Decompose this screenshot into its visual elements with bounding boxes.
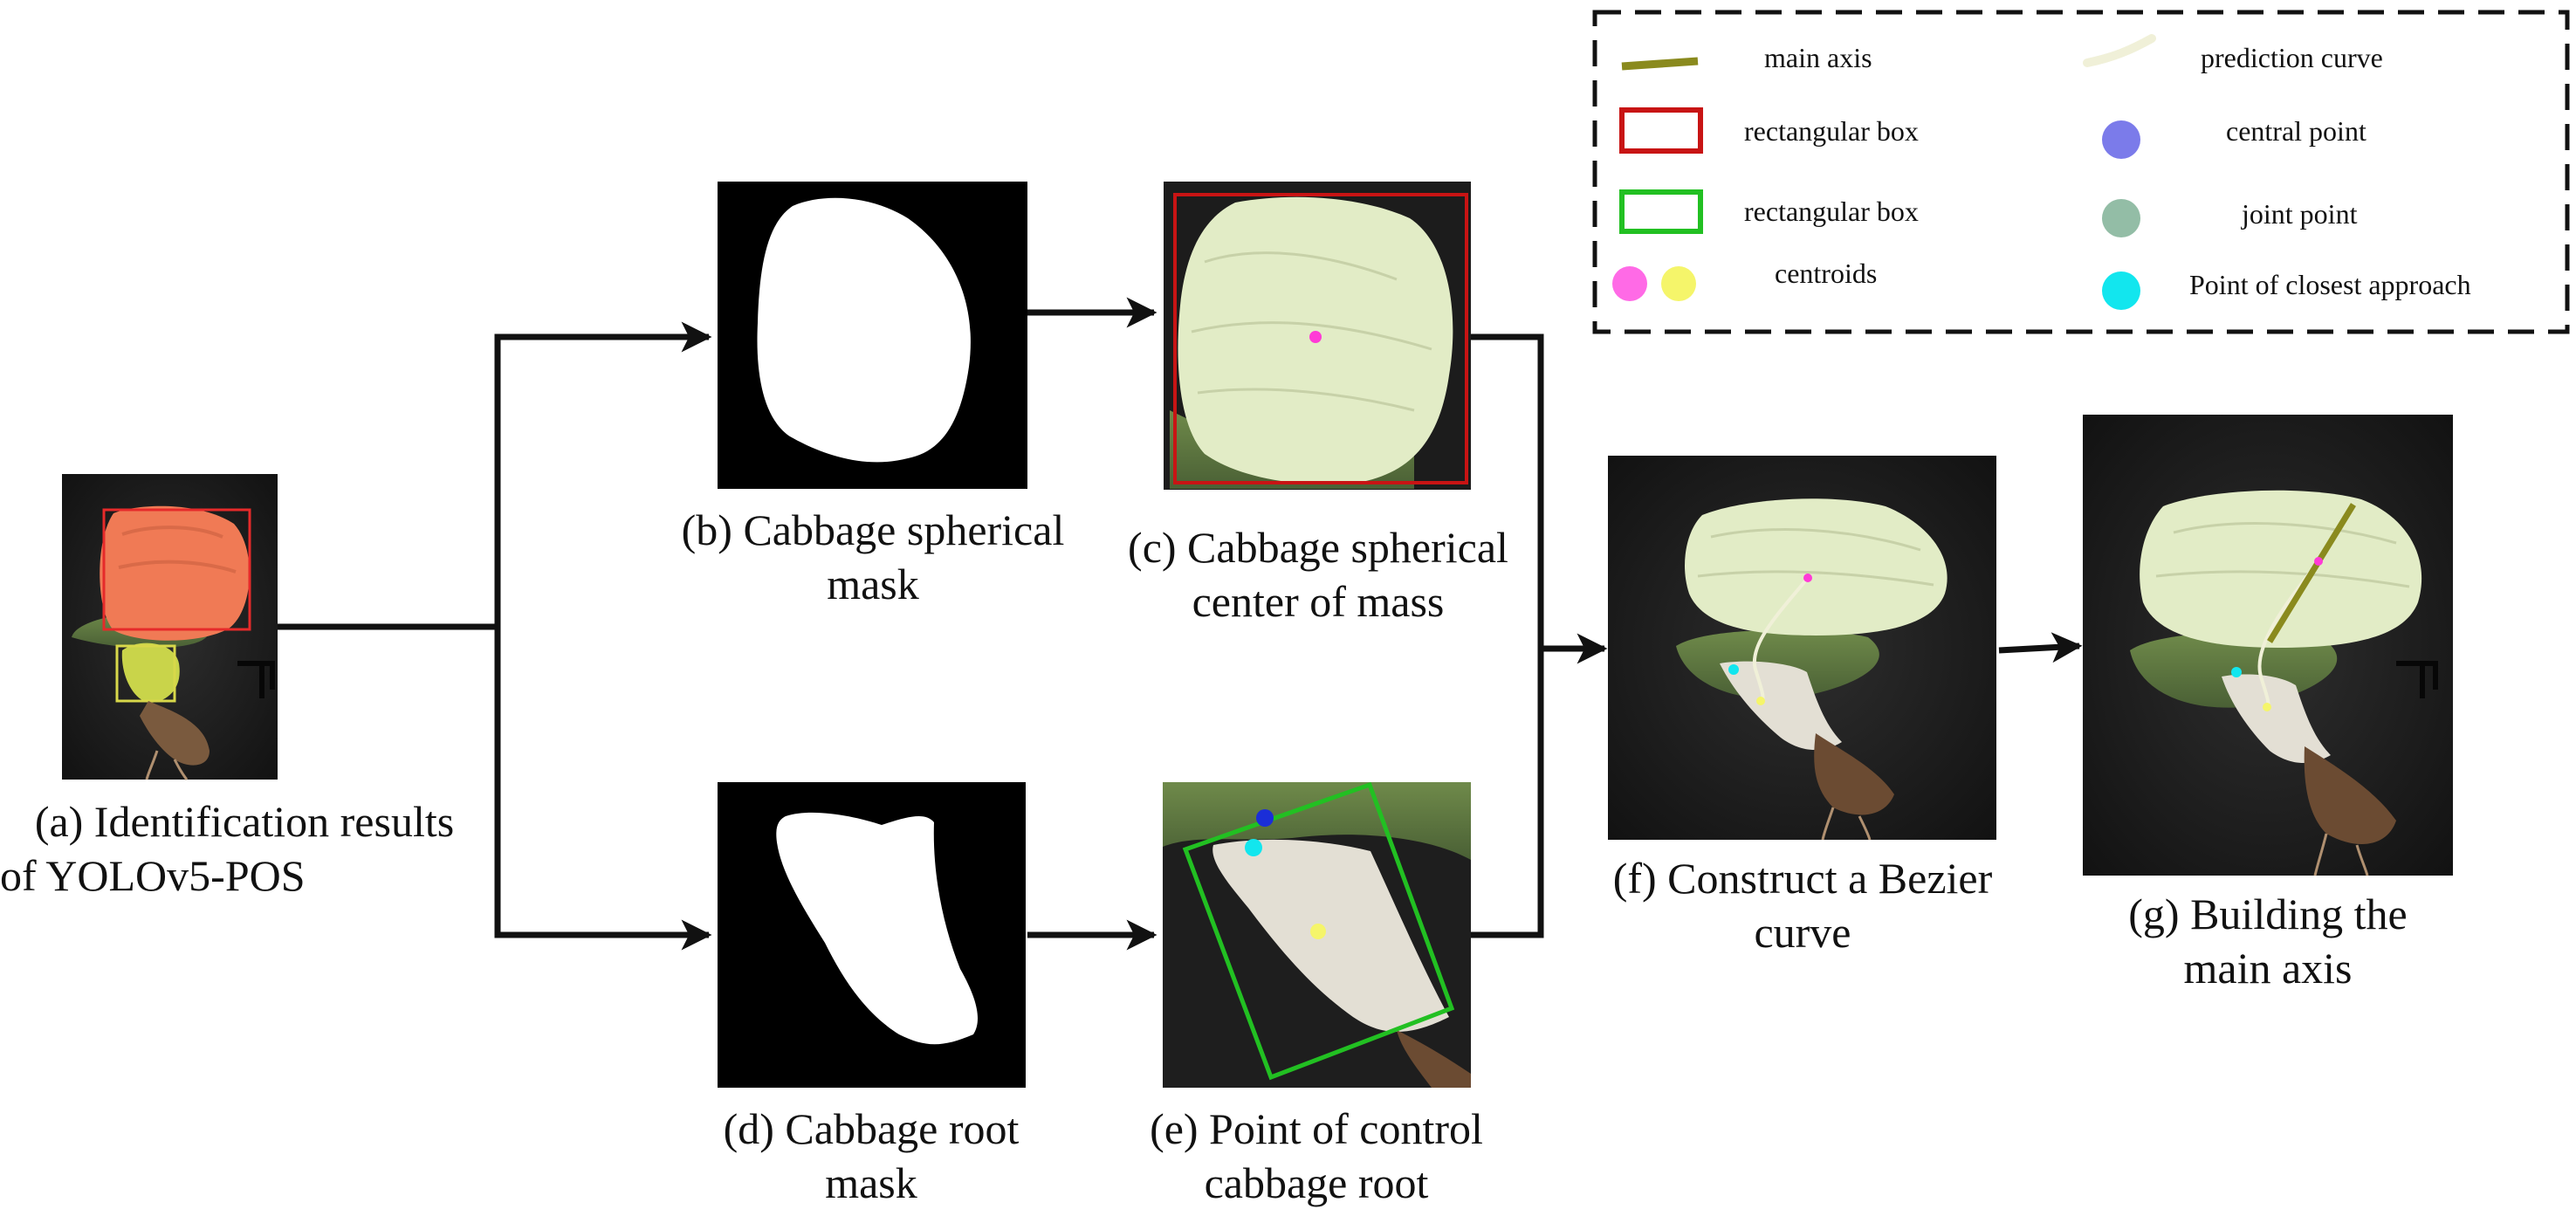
caption-f-line1: (f) Construct a Bezier (1612, 854, 1993, 903)
legend-border (1592, 10, 2570, 334)
legend-joint-point-label: joint point (2242, 198, 2358, 230)
legend-central-point-label: central point (2226, 115, 2366, 147)
connectors (278, 297, 2083, 951)
caption-f: (f) Construct a Bezier curve (1571, 851, 2034, 959)
g-prediction-curve (2257, 560, 2320, 708)
caption-e-line2: cabbage root (1204, 1158, 1429, 1207)
centroid-yellow-swatch (1661, 266, 1696, 301)
caption-c-line1: (c) Cabbage spherical (1128, 523, 1508, 572)
root-detection-box (115, 644, 176, 703)
joint-point-blue (1256, 809, 1274, 827)
green-box-swatch (1619, 189, 1703, 234)
main-axis-swatch (1621, 57, 1699, 71)
cabbage-centroid-point (1309, 331, 1322, 343)
legend-main-axis-label: main axis (1764, 42, 1872, 73)
root-rotated-box (1182, 781, 1455, 1081)
central-point-g (2314, 557, 2323, 566)
centroid-magenta-swatch (1612, 266, 1647, 301)
caption-b: (b) Cabbage spherical mask (646, 503, 1100, 611)
caption-g: (g) Building the main axis (2041, 887, 2495, 995)
panel-a-detection (62, 474, 278, 780)
caption-a: (a) Identification results of YOLOv5-POS (0, 794, 489, 903)
bezier-prediction-curve (1753, 576, 1810, 704)
caption-d-line1: (d) Cabbage root (723, 1104, 1020, 1153)
caption-a-line1: (a) Identification results (34, 797, 455, 846)
root-centroid-g (2263, 703, 2271, 711)
prediction-curve-swatch (2083, 34, 2156, 67)
cabbage-bounding-box (1173, 193, 1468, 484)
root-centroid-f (1756, 697, 1765, 705)
connector-f-to-g (1998, 632, 2083, 663)
legend-centroids-label: centroids (1775, 258, 1878, 289)
caption-f-line2: curve (1754, 908, 1851, 957)
caption-e: (e) Point of control cabbage root (1089, 1102, 1543, 1210)
legend (1592, 10, 2570, 334)
caption-a-line2: of YOLOv5-POS (0, 851, 306, 900)
connector-a-to-branch (278, 321, 712, 630)
panel-g-main-axis (2083, 415, 2453, 876)
root-centroid-yellow (1310, 924, 1326, 939)
closest-point-swatch (2102, 271, 2140, 310)
joint-point-swatch (2102, 199, 2140, 237)
panel-e-root-control (1163, 781, 1471, 1088)
central-point-f (1803, 574, 1812, 582)
legend-green-box-label: rectangular box (1744, 196, 1919, 227)
cabbage-detection-box (102, 508, 251, 631)
legend-prediction-curve-label: prediction curve (2201, 42, 2383, 73)
panel-c-spherical-centroid (1164, 182, 1471, 490)
caption-d-line2: mask (825, 1158, 917, 1207)
panel-f-bezier (1608, 456, 1996, 841)
caption-c: (c) Cabbage spherical center of mass (1087, 520, 1549, 629)
panel-d-root-mask (718, 782, 1026, 1088)
caption-g-line2: main axis (2183, 944, 2353, 993)
caption-b-line2: mask (827, 560, 919, 608)
central-point-swatch (2102, 120, 2140, 159)
caption-b-line1: (b) Cabbage spherical (681, 505, 1065, 554)
closest-point-cyan (1245, 839, 1262, 856)
panel-b-spherical-mask (718, 182, 1027, 489)
connector-branch-to-d (494, 627, 712, 951)
caption-d: (d) Cabbage root mask (644, 1102, 1098, 1210)
legend-closest-point-label: Point of closest approach (2189, 269, 2471, 300)
caption-c-line2: center of mass (1192, 577, 1445, 626)
connector-e-to-merge (1471, 649, 1544, 938)
caption-g-line1: (g) Building the (2128, 890, 2408, 938)
closest-point-g (2231, 667, 2242, 677)
caption-e-line1: (e) Point of control (1150, 1104, 1483, 1153)
red-box-swatch (1619, 107, 1703, 154)
legend-red-box-label: rectangular box (1744, 115, 1919, 147)
connector-c-to-merge (1471, 333, 1544, 649)
closest-point-f (1728, 664, 1739, 675)
main-axis-line (2267, 503, 2356, 643)
